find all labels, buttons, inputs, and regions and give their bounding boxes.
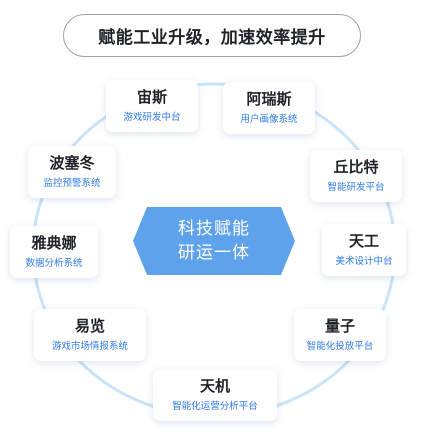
hub-line-2: 研运一体 [178, 243, 250, 263]
node-name: 波塞冬 [49, 154, 95, 172]
node-name: 雅典娜 [31, 234, 77, 252]
node-tianji: 天机 智能化运营分析平台 [153, 369, 277, 421]
node-desc: 美术设计中台 [335, 256, 393, 267]
node-desc: 游戏市场情报系统 [51, 341, 128, 352]
node-name: 量子 [324, 317, 355, 335]
node-desc: 监控预警系统 [43, 178, 101, 189]
node-desc: 游戏研发中台 [123, 112, 181, 123]
slogan-text: 赋能工业升级，加速效率提升 [98, 28, 326, 48]
slogan-banner: 赋能工业升级，加速效率提升 [63, 14, 361, 57]
node-desc: 智能化投放平台 [306, 341, 374, 352]
node-athena: 雅典娜 数据分析系统 [10, 226, 98, 278]
node-desc: 智能化运营分析平台 [172, 401, 258, 412]
node-zeus: 宙斯 游戏研发中台 [106, 80, 198, 132]
hub-line-1: 科技赋能 [178, 219, 250, 239]
node-quantum: 量子 智能化投放平台 [294, 309, 386, 361]
node-name: 易览 [74, 317, 105, 335]
node-name: 天机 [199, 377, 230, 395]
node-name: 宙斯 [136, 88, 167, 106]
node-poseidon: 波塞冬 监控预警系统 [28, 146, 116, 198]
center-hub: 科技赋能 研运一体 [133, 207, 295, 275]
hub-hexagon [133, 207, 295, 275]
node-name: 天工 [348, 232, 379, 250]
node-desc: 智能研发平台 [327, 182, 385, 193]
node-yilan: 易览 游戏市场情报系统 [34, 309, 146, 361]
node-name: 阿瑞斯 [246, 90, 292, 108]
node-desc: 数据分析系统 [25, 258, 83, 269]
node-name: 丘比特 [333, 158, 379, 176]
node-ares: 阿瑞斯 用户画像系统 [223, 82, 315, 134]
node-desc: 用户画像系统 [240, 114, 298, 125]
node-cupid: 丘比特 智能研发平台 [310, 150, 402, 202]
node-tiangong: 天工 美术设计中台 [322, 224, 406, 276]
